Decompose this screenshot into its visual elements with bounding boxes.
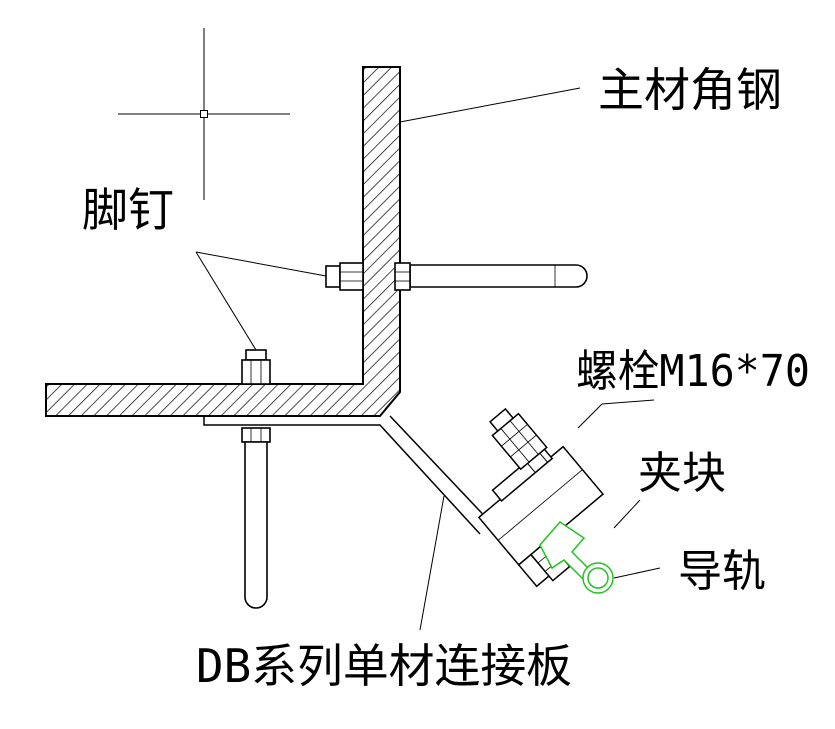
guide-rail-label: 导轨 <box>678 546 766 597</box>
foot-nail-horizontal <box>325 262 588 291</box>
crosshair-cursor-icon <box>118 28 290 200</box>
foot-nail-label: 脚钉 <box>82 183 174 237</box>
connector-plate-label: DB系列单材连接板 <box>196 639 572 693</box>
leader-lines <box>195 87 661 631</box>
connector-plate <box>203 415 495 535</box>
bolt-label: 螺栓M16*70 <box>576 346 810 397</box>
main-angle-steel <box>45 66 401 417</box>
foot-nail-vertical <box>241 349 271 609</box>
clamp-assembly <box>477 407 605 588</box>
guide-rail <box>539 521 614 594</box>
main-angle-label: 主材角钢 <box>598 63 782 117</box>
clamp-label: 夹块 <box>638 448 726 499</box>
